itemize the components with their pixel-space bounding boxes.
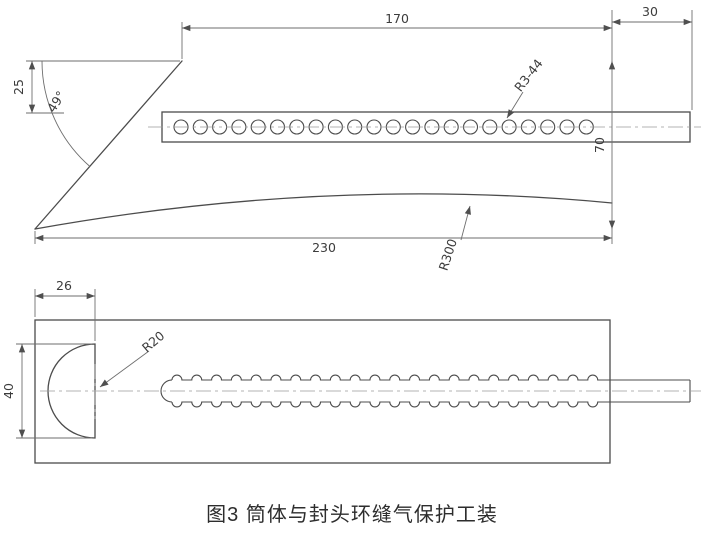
dim-angle: 49° bbox=[41, 60, 91, 167]
end-radius-label: R20 bbox=[139, 328, 168, 355]
end-radius-callout: R20 bbox=[99, 328, 168, 388]
dim-length-top-label: 170 bbox=[385, 11, 409, 26]
dim-end-offset-label: 26 bbox=[56, 278, 72, 293]
dim-height-left-label: 25 bbox=[11, 79, 26, 95]
dim-overhang-label: 30 bbox=[642, 4, 658, 19]
dim-overhang: 30 bbox=[612, 4, 693, 110]
holes-callout-label: R3-44 bbox=[511, 56, 546, 94]
dim-plate-width-label: 40 bbox=[1, 383, 16, 399]
dim-height-right: 70 bbox=[592, 10, 616, 244]
side-view: 170 30 25 49° 70 bbox=[11, 4, 701, 272]
dim-length-top: 170 bbox=[181, 11, 612, 59]
holes-callout: R3-44 bbox=[506, 56, 546, 119]
curved-bottom-edge-r300 bbox=[34, 193, 613, 230]
wedge-slant-edge bbox=[34, 60, 183, 230]
curve-radius-label: R300 bbox=[436, 237, 460, 273]
groove-left-cap bbox=[160, 379, 173, 403]
curve-radius-callout: R300 bbox=[436, 205, 471, 273]
dim-end-offset: 26 bbox=[34, 278, 96, 341]
dim-height-left: 25 bbox=[11, 60, 180, 114]
dim-angle-label: 49° bbox=[44, 88, 68, 115]
groove-top-edge bbox=[171, 374, 690, 381]
dim-length-bottom-label: 230 bbox=[312, 240, 336, 255]
dim-length-bottom: 230 bbox=[34, 231, 612, 255]
dim-height-right-label: 70 bbox=[592, 137, 607, 153]
plate-outline bbox=[34, 319, 611, 464]
dim-plate-width: 40 bbox=[1, 343, 92, 439]
rounded-end bbox=[47, 343, 96, 439]
groove-bottom-edge bbox=[171, 401, 690, 408]
figure-caption: 图3 筒体与封头环缝气保护工装 bbox=[206, 503, 498, 526]
plan-view: 26 40 R20 bbox=[1, 278, 701, 464]
